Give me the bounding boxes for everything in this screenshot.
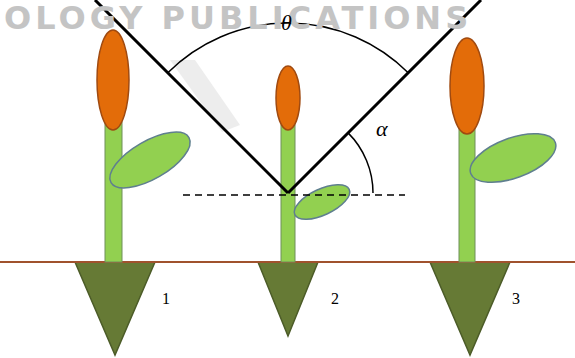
root-triangle: [430, 262, 510, 355]
root-triangle: [75, 262, 155, 355]
leaf: [289, 178, 354, 227]
stem: [281, 125, 295, 262]
flower-head: [450, 38, 484, 134]
root-triangle: [258, 262, 318, 336]
angle-label: α: [376, 118, 388, 140]
watermark-shape: [170, 60, 240, 132]
flower-head: [276, 66, 300, 130]
leaf: [464, 124, 562, 192]
callout-number: 2: [331, 291, 339, 307]
stem: [459, 128, 475, 262]
stem: [105, 122, 122, 262]
callout-number: 1: [162, 291, 170, 307]
horizontal-reference: [183, 194, 405, 196]
callout-number: 3: [512, 291, 520, 307]
leaf: [102, 121, 199, 199]
flower-head: [97, 30, 129, 130]
watermark-text: OLOGY PUBLICATIONS: [4, 2, 472, 34]
angle-arc: [348, 133, 373, 193]
angle-label: θ: [281, 12, 292, 34]
